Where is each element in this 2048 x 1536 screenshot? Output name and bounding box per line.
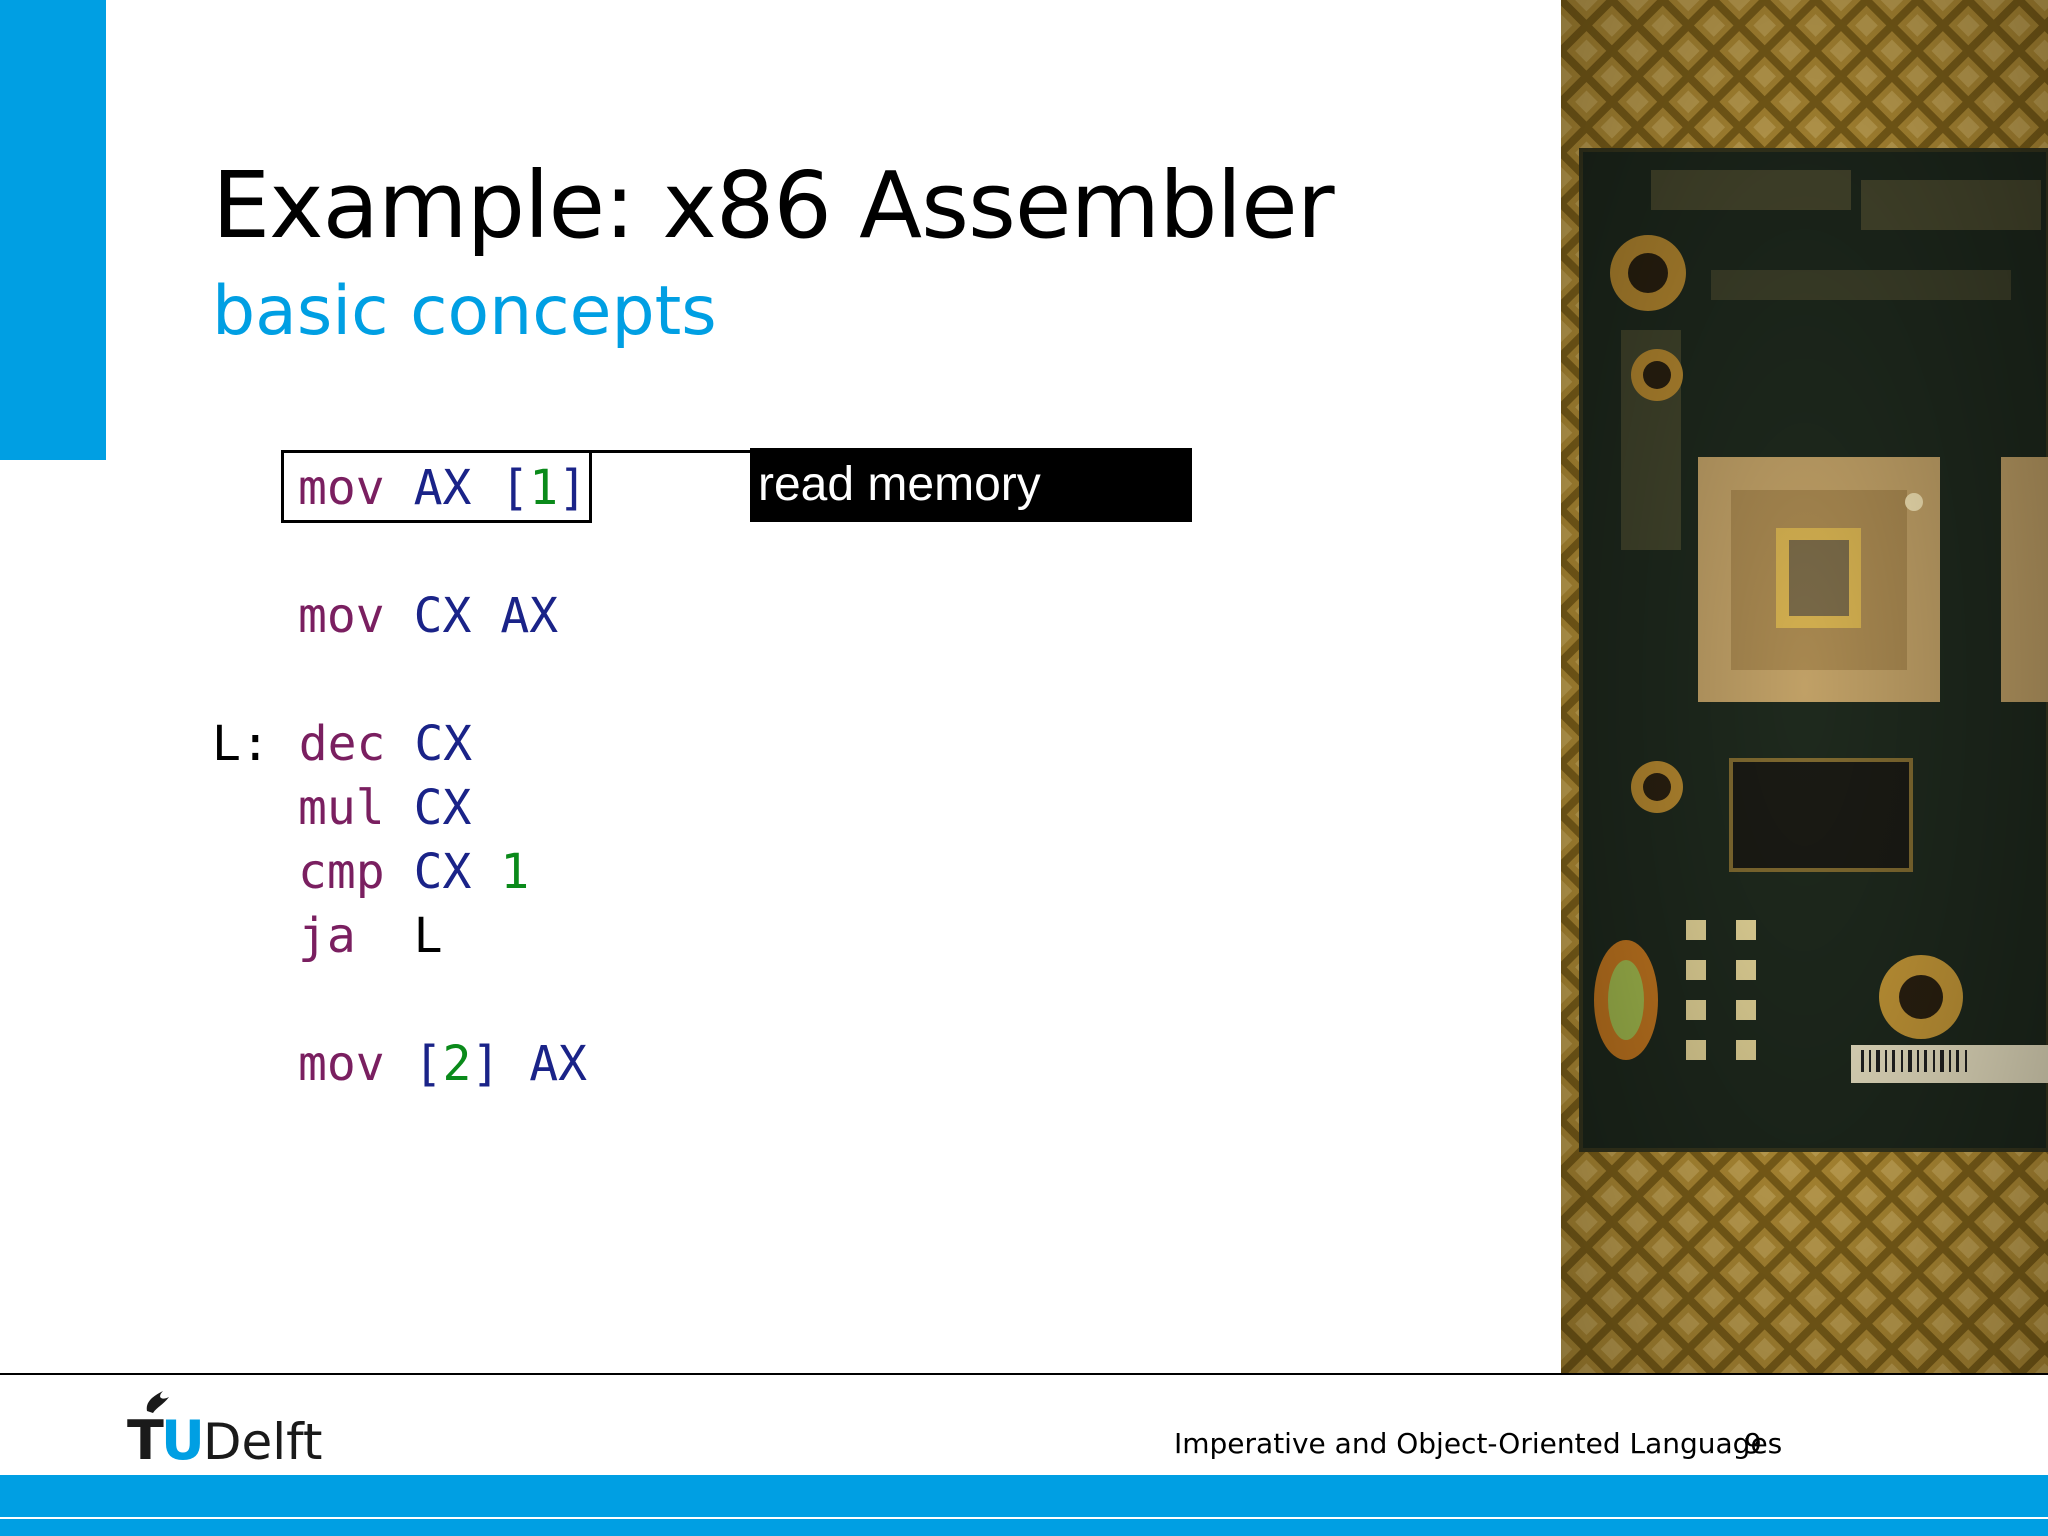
code-register: AX [500, 588, 559, 644]
code-bracket: ] [558, 460, 588, 516]
tu-delft-logo: T U Delft [127, 1383, 327, 1472]
code-op: mul [298, 780, 385, 836]
svg-text:Delft: Delft [203, 1413, 322, 1463]
code-register: AX [529, 1036, 588, 1092]
slide-title: Example: x86 Assembler [212, 152, 1335, 259]
course-name: Imperative and Object-Oriented Languages [1174, 1427, 1783, 1460]
page-number: 9 [1744, 1427, 1762, 1460]
code-line-4: mul CX [298, 784, 471, 832]
callout-label: read memory [750, 448, 1192, 522]
code-line-7: mov [2] AX [298, 1040, 587, 1088]
code-bracket: [ [500, 460, 530, 516]
code-bracket: ] [471, 1036, 501, 1092]
code-register: CX [413, 780, 472, 836]
code-line-6: ja L [298, 912, 443, 960]
accent-bar [0, 0, 106, 460]
code-op: mov [298, 588, 385, 644]
code-register: CX [413, 844, 472, 900]
code-number: 2 [442, 1036, 472, 1092]
code-op: dec [298, 716, 386, 772]
bottom-band-thin [0, 1519, 2048, 1536]
footer-divider [0, 1373, 2048, 1375]
circuit-board-photo [1561, 0, 2048, 1374]
code-op: cmp [298, 844, 385, 900]
code-number: 1 [500, 844, 530, 900]
code-line-3: L: dec CX [212, 720, 472, 768]
code-line-2: mov CX AX [298, 592, 558, 640]
code-bracket: [ [413, 1036, 443, 1092]
code-op: mov [298, 1036, 385, 1092]
code-register: AX [413, 460, 472, 516]
code-line-5: cmp CX 1 [298, 848, 529, 896]
code-line-1: mov AX [1] [298, 464, 587, 512]
code-label: L: [212, 716, 270, 772]
code-op: ja [298, 908, 356, 964]
code-label-ref: L [413, 908, 443, 964]
bottom-band [0, 1475, 2048, 1517]
svg-text:U: U [161, 1409, 205, 1463]
callout-connector [592, 450, 752, 453]
svg-text:T: T [127, 1409, 164, 1463]
code-op: mov [298, 460, 385, 516]
code-register: CX [413, 588, 472, 644]
code-register: CX [414, 716, 473, 772]
code-number: 1 [529, 460, 559, 516]
highlight-box [281, 450, 592, 523]
slide-subtitle: basic concepts [212, 272, 717, 351]
